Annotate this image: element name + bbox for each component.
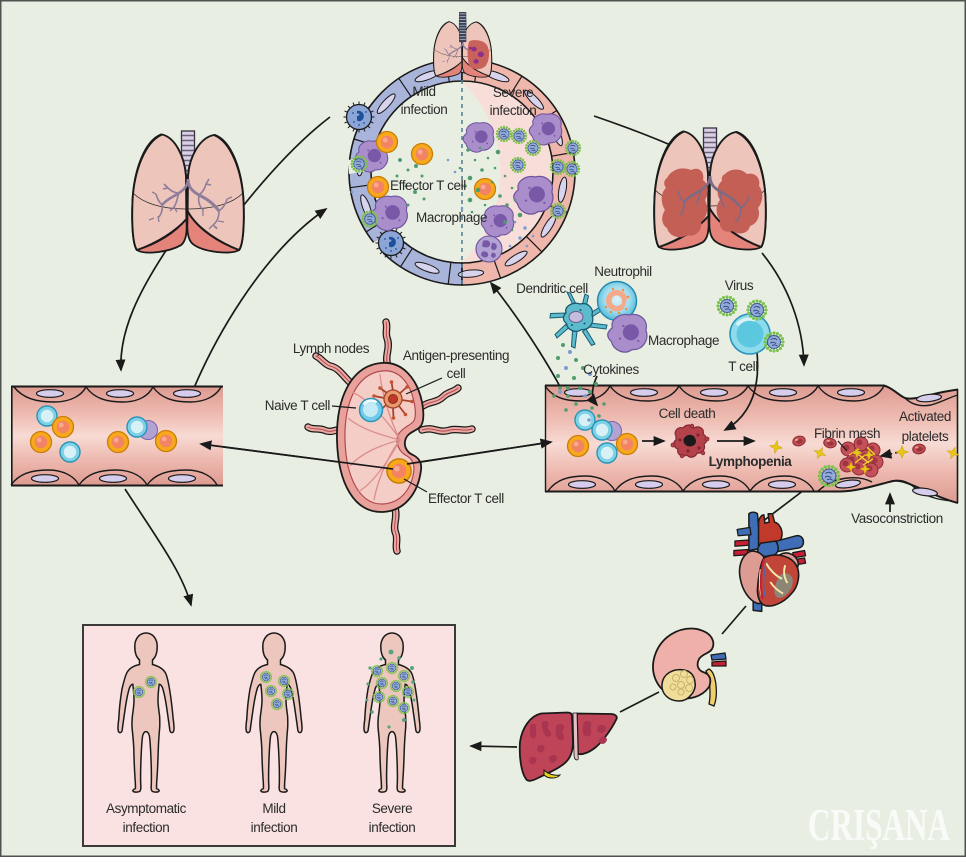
svg-text:Fibrin mesh: Fibrin mesh <box>814 426 880 441</box>
svg-text:Cell death: Cell death <box>659 406 716 421</box>
svg-text:Mild: Mild <box>262 801 285 816</box>
svg-text:T cell: T cell <box>728 359 758 374</box>
svg-text:CRIŞANA: CRIŞANA <box>808 800 950 850</box>
svg-text:Lymphopenia: Lymphopenia <box>709 454 793 469</box>
svg-text:Severe: Severe <box>372 801 412 816</box>
svg-text:Asymptomatic: Asymptomatic <box>106 801 187 816</box>
svg-text:Antigen-presenting: Antigen-presenting <box>403 348 509 363</box>
svg-text:Mild: Mild <box>412 84 435 99</box>
svg-text:cell: cell <box>447 366 466 381</box>
svg-text:infection: infection <box>369 820 416 835</box>
svg-text:Vasoconstriction: Vasoconstriction <box>851 511 943 526</box>
svg-text:Activated: Activated <box>899 409 951 424</box>
svg-text:Cytokines: Cytokines <box>583 362 639 377</box>
svg-text:Naive T cell: Naive T cell <box>265 398 331 413</box>
svg-text:Macrophage: Macrophage <box>648 333 719 348</box>
svg-text:infection: infection <box>123 820 170 835</box>
svg-text:infection: infection <box>490 103 537 118</box>
svg-text:Dendritic cell: Dendritic cell <box>516 281 588 296</box>
svg-text:platelets: platelets <box>902 429 949 444</box>
svg-text:Virus: Virus <box>725 278 754 293</box>
svg-text:Macrophage: Macrophage <box>416 210 487 225</box>
svg-text:Effector T cell: Effector T cell <box>390 178 466 193</box>
svg-text:Neutrophil: Neutrophil <box>594 264 652 279</box>
svg-text:Effector T cell: Effector T cell <box>428 491 504 506</box>
svg-text:infection: infection <box>401 102 448 117</box>
svg-text:Severe: Severe <box>493 85 533 100</box>
svg-text:Lymph nodes: Lymph nodes <box>293 341 370 356</box>
svg-text:infection: infection <box>251 820 298 835</box>
